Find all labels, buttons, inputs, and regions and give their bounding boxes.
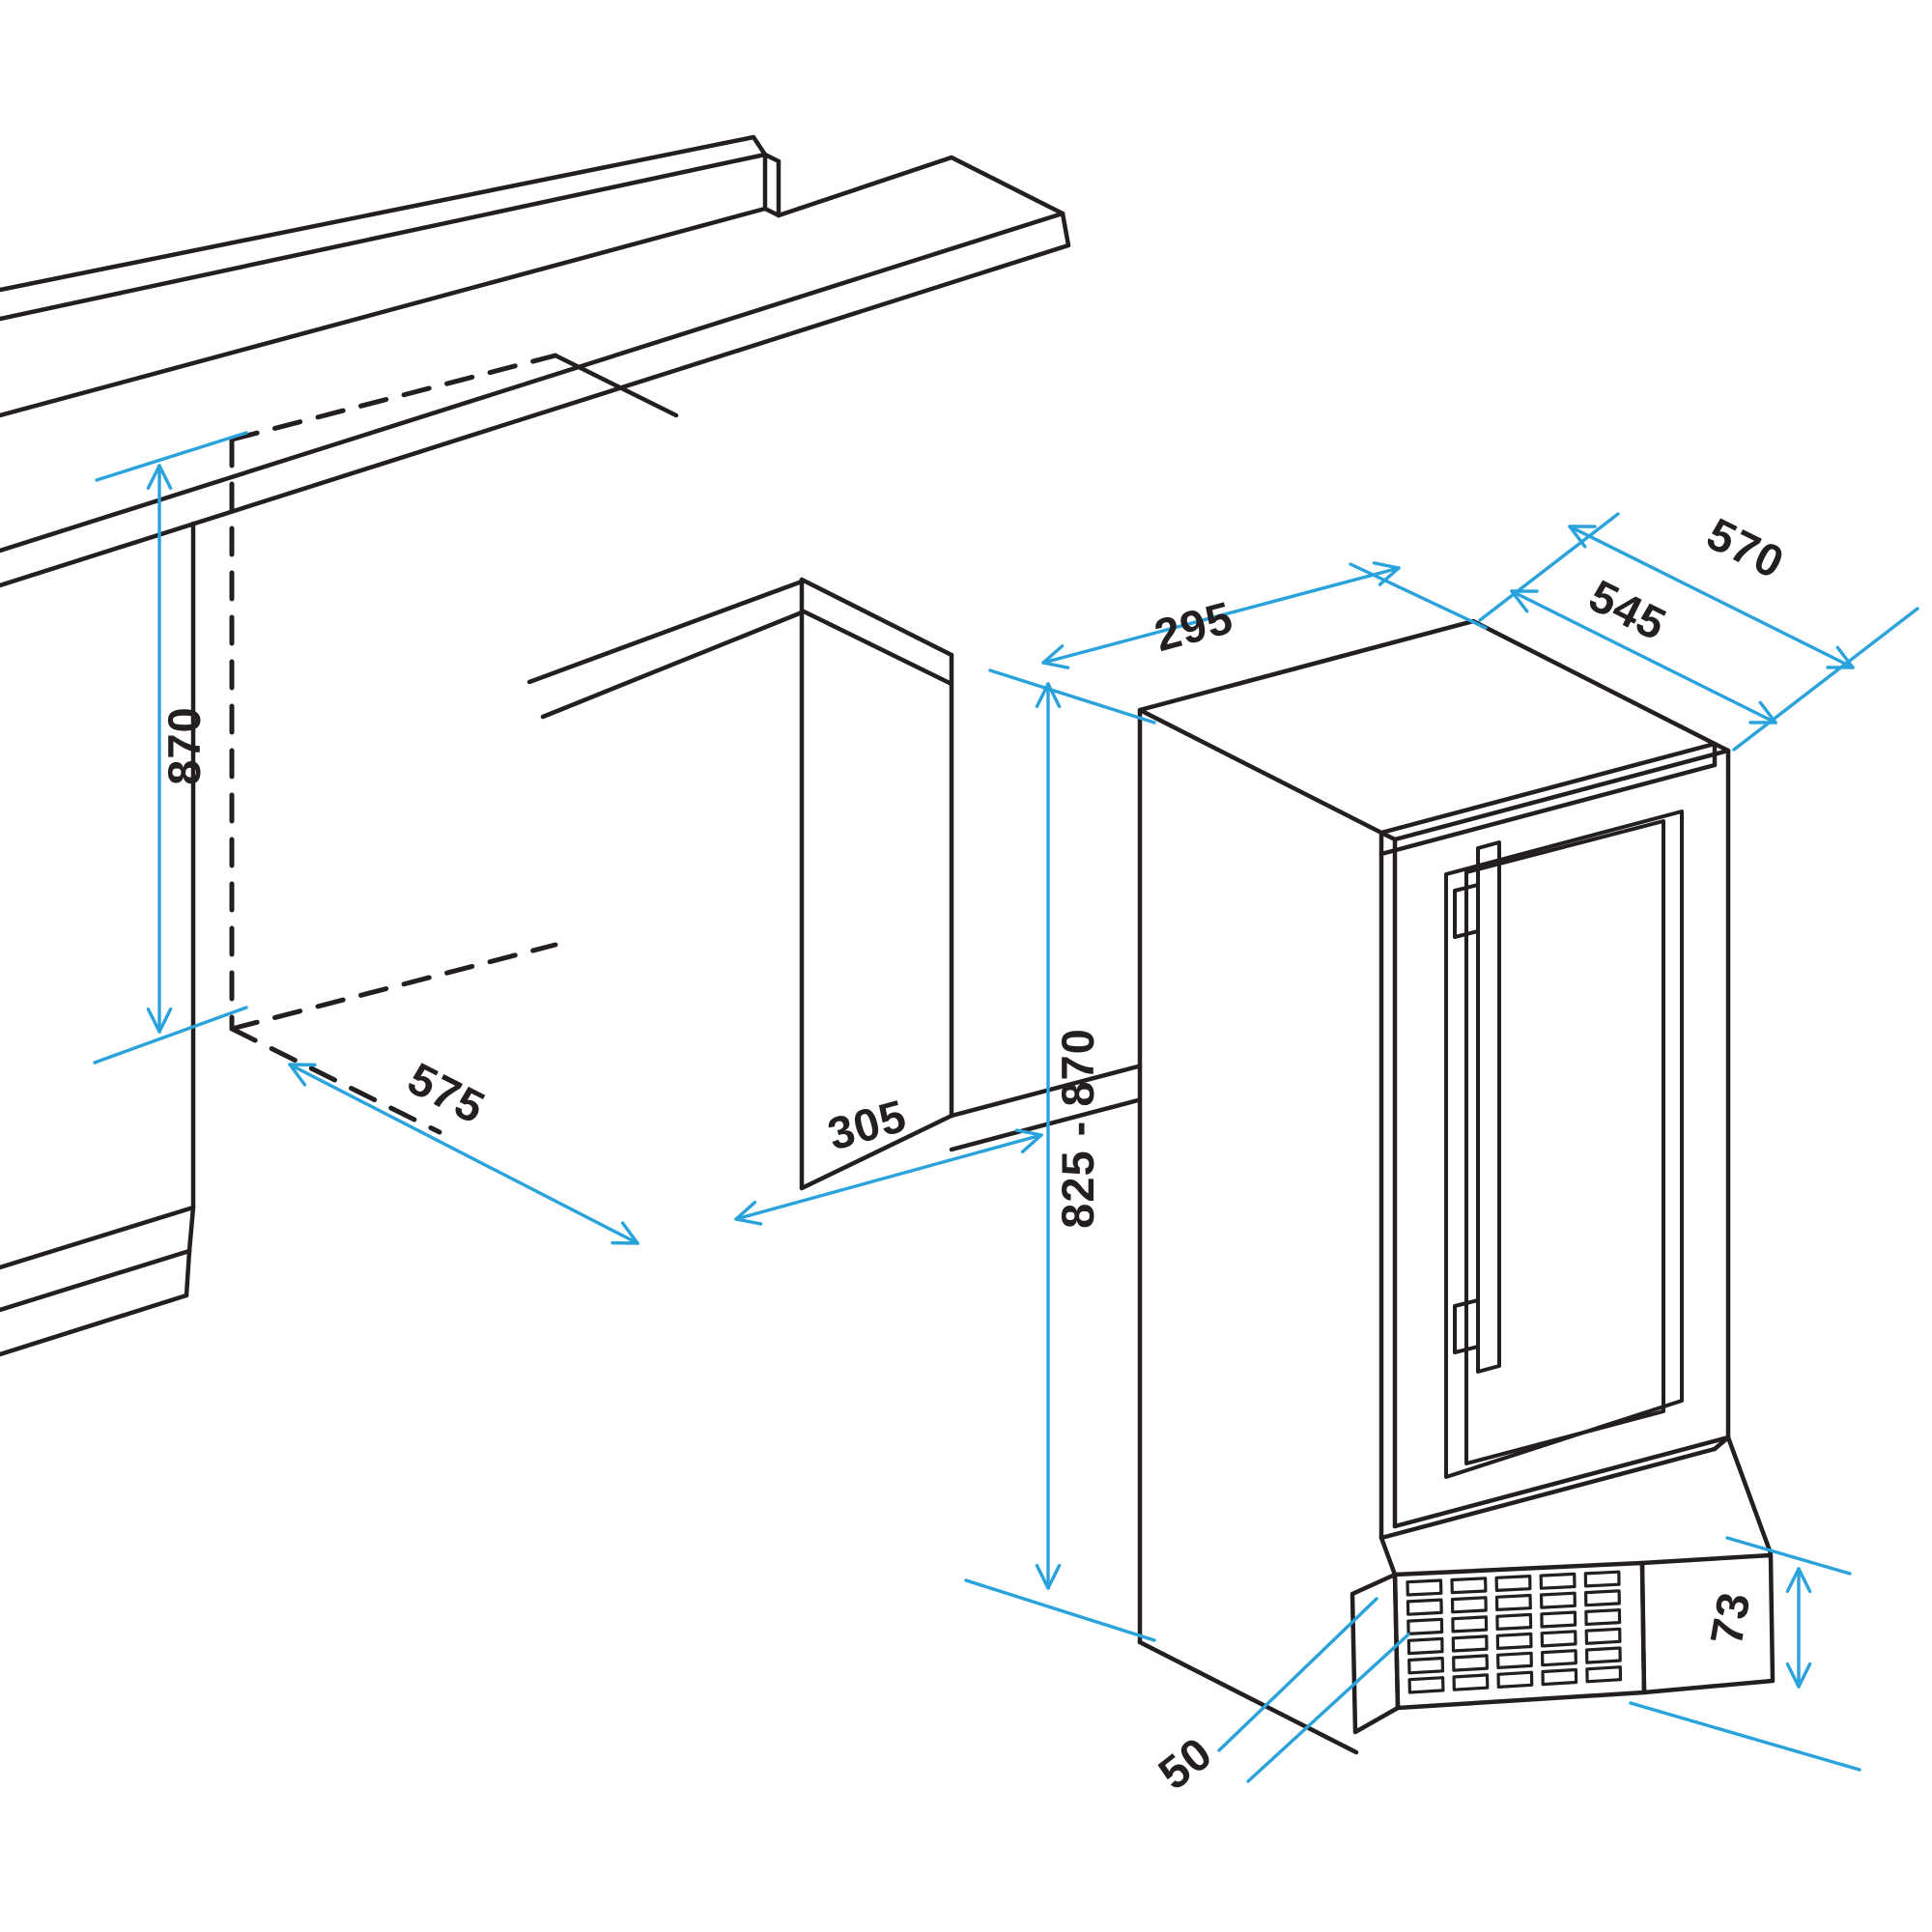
dimension-line (1797, 1567, 1812, 1593)
dimension-line (1041, 661, 1070, 669)
vent-slot (1451, 1615, 1489, 1634)
dimension-line (620, 1221, 639, 1245)
dimension-line (1046, 1564, 1062, 1590)
vent-slot (1496, 1670, 1534, 1690)
vent-slot (1539, 1591, 1577, 1609)
appliance-unit (1137, 618, 1776, 1755)
unit-bottom-edge (1137, 1639, 1359, 1755)
dimension-line (1041, 566, 1401, 665)
handle-bar (1476, 840, 1501, 1374)
dimension-line (1014, 1128, 1043, 1137)
dimension-line (1797, 1662, 1812, 1689)
vent-slot (1540, 1610, 1577, 1629)
dimension-line (1372, 561, 1401, 570)
vent-slot (1407, 1676, 1445, 1694)
dimension-line (734, 1133, 1043, 1221)
vent-slot (1451, 1634, 1489, 1653)
worktop (0, 155, 1071, 588)
label-unit-width: 295 (1150, 591, 1238, 661)
niche-hidden-outline (229, 353, 558, 1135)
plinth-right-panel (1639, 1552, 1776, 1695)
dimension-line (1568, 525, 1587, 549)
vent-slot (1450, 1577, 1488, 1595)
vent-slot (1406, 1598, 1443, 1616)
vent-slot (1406, 1617, 1444, 1636)
vent-slot (1584, 1646, 1622, 1664)
handle-bracket-top (1453, 883, 1480, 939)
label-vent-height: 73 (1700, 1588, 1760, 1649)
vent-slot (1452, 1654, 1490, 1672)
vent-slot (1450, 1596, 1488, 1614)
dimension-arrows (146, 464, 1855, 1689)
dimension-line (146, 1008, 161, 1034)
handle-bracket-bottom (1453, 1298, 1480, 1354)
dimension-line (157, 1008, 173, 1034)
vent-slot (1539, 1572, 1577, 1590)
cabinet-left (0, 521, 196, 1357)
door-frame (1444, 810, 1684, 1479)
label-niche-width: 305 (822, 1090, 912, 1160)
vent-slot (1406, 1578, 1443, 1597)
vent-grille-slots (1406, 1570, 1623, 1694)
door-handle (1453, 840, 1501, 1374)
recess-leader-1 (1217, 1597, 1378, 1752)
recess-leader-2 (1246, 1633, 1410, 1783)
dimension-line (288, 1063, 307, 1087)
dimension-line (1758, 700, 1777, 724)
dimension-line (1035, 1564, 1050, 1590)
dimension-line (734, 1217, 763, 1226)
label-unit-body-depth: 545 (1581, 569, 1675, 650)
label-vent-recess: 50 (1149, 1726, 1221, 1799)
dimension-line (734, 1200, 757, 1221)
dimension-line (1020, 1133, 1043, 1154)
vent-slot (1406, 1636, 1444, 1656)
door-glass-pane (1464, 819, 1665, 1465)
vent-slot (1584, 1627, 1622, 1645)
label-niche-height: 870 (158, 706, 210, 784)
vent-slot (1540, 1649, 1577, 1667)
dimension-line (1041, 644, 1065, 665)
dimension-line (1378, 566, 1401, 586)
counter-assembly (0, 134, 1141, 1357)
cabinet-right (526, 577, 1141, 1191)
vent-slot (1495, 1612, 1533, 1632)
dimension-line (1510, 589, 1777, 724)
label-unit-total-depth: 570 (1699, 507, 1793, 588)
vent-slot (1585, 1665, 1623, 1684)
dimension-line (1568, 525, 1855, 669)
glass-door (1444, 810, 1684, 1479)
dimension-line (288, 1063, 639, 1245)
vent-slot (1407, 1656, 1445, 1675)
worktop-cut-edge (553, 353, 679, 418)
dimension-line (1785, 1662, 1801, 1689)
vent-slot (1452, 1673, 1490, 1691)
vent-slot (1584, 1607, 1622, 1627)
dimension-line (157, 464, 173, 490)
dimension-annotations (93, 431, 1919, 1783)
backsplash (0, 134, 781, 418)
dimension-line (1785, 1567, 1801, 1593)
vent-slot (1495, 1651, 1533, 1670)
vent-slot (1541, 1667, 1578, 1687)
dimension-line (146, 464, 161, 490)
dimension-line (1835, 645, 1855, 669)
unit-top-face (1137, 618, 1718, 836)
vent-slot (1583, 1589, 1621, 1607)
vent-slot (1495, 1632, 1533, 1651)
vent-slot (1540, 1630, 1577, 1648)
vent-slot (1494, 1574, 1532, 1593)
vent-slot (1494, 1593, 1532, 1612)
dimension-line (1046, 682, 1062, 708)
vent-slot (1583, 1570, 1621, 1588)
label-unit-height-range: 825 - 870 (1052, 1028, 1103, 1229)
dimension-line (1035, 682, 1050, 708)
dimension-line (1510, 589, 1529, 613)
